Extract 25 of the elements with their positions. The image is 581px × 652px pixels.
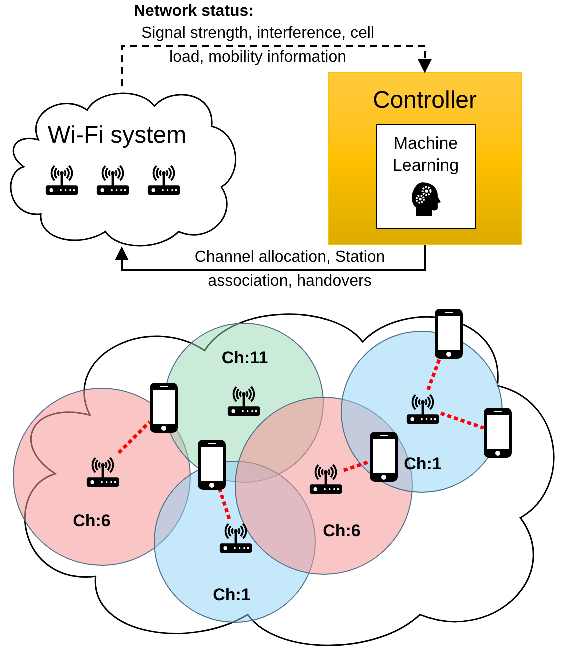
phone-icon bbox=[150, 383, 178, 433]
phone-icon bbox=[370, 432, 398, 482]
system-title: Wi-Fi system bbox=[48, 121, 187, 151]
edge-label: Channel allocation, Station association, handovers bbox=[194, 248, 386, 292]
phone-icon bbox=[484, 408, 512, 458]
channel-label: Ch:11 bbox=[222, 347, 268, 370]
phone-icon bbox=[435, 309, 463, 359]
link-line bbox=[343, 460, 371, 472]
channel-label: Ch:1 bbox=[213, 584, 251, 606]
controller-box bbox=[328, 72, 522, 245]
arrow bbox=[115, 245, 426, 271]
channel-label: Ch:6 bbox=[73, 510, 111, 532]
link-line bbox=[426, 358, 442, 391]
ml-title: Machine Learning bbox=[392, 133, 460, 177]
channel-label: Ch:1 bbox=[404, 453, 442, 476]
edge-label: Signal strength, interference, cell load, mobility information bbox=[140, 24, 376, 68]
link-line bbox=[218, 489, 232, 520]
phone-icon bbox=[198, 440, 226, 490]
channel-label: Ch:6 bbox=[323, 520, 361, 542]
link-line bbox=[440, 412, 485, 430]
heading-text: Network status: bbox=[134, 2, 254, 22]
controller-title: Controller bbox=[372, 86, 478, 116]
ml-box bbox=[376, 124, 476, 229]
link-line bbox=[118, 420, 152, 454]
arrow bbox=[121, 45, 432, 86]
